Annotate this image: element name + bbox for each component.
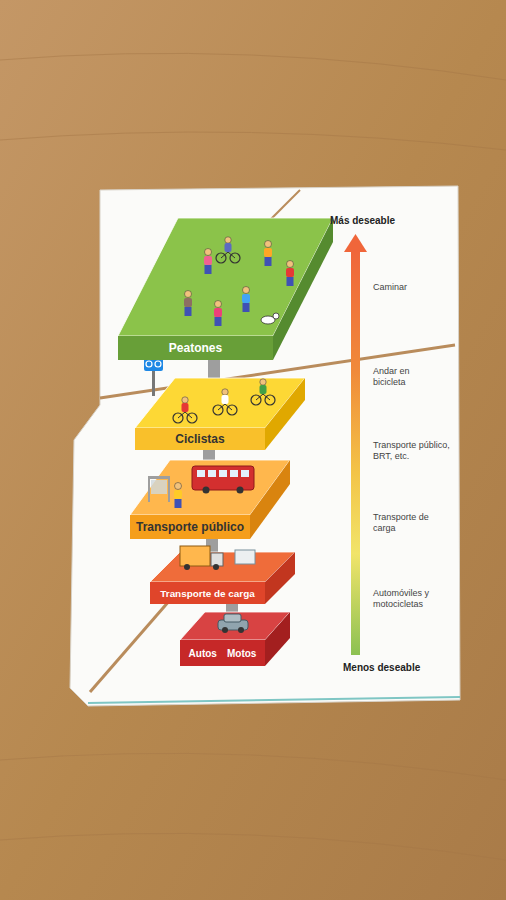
bike-sign-wheel [155, 361, 161, 367]
scale-end-label: Más deseable [330, 215, 395, 226]
paper-edge [88, 697, 460, 703]
tier-front [118, 336, 273, 360]
scale-label: Transporte de carga [373, 512, 437, 534]
tier-side [250, 460, 290, 539]
tier-front-face: Autos Motos [180, 640, 265, 666]
tier-side [265, 378, 305, 450]
tier-front [130, 515, 250, 539]
tier-label: Ciclistas [175, 432, 224, 446]
tier-label: Transporte público [136, 520, 244, 534]
scale-label: Caminar [373, 282, 453, 293]
tier-figures [218, 614, 248, 633]
tier-label: Motos [227, 648, 256, 659]
tier-side [273, 218, 333, 360]
tier-front-face: Ciclistas [135, 428, 265, 450]
tier-figures [173, 379, 275, 423]
scale-label: Transporte público, BRT, etc. [373, 440, 451, 462]
scale-arrowhead [344, 234, 367, 252]
tier-top [118, 218, 333, 336]
tier-side [265, 612, 290, 666]
wood-grain [0, 53, 506, 860]
pyramid-tier: Ciclistas [135, 378, 305, 450]
tier-front-face: Peatones [118, 336, 273, 360]
bike-sign-wheel [146, 361, 152, 367]
tier-front [180, 640, 265, 666]
pyramid-tier: Transporte de carga [150, 552, 295, 604]
scale-bar [351, 250, 360, 655]
tier-figures [180, 546, 255, 570]
scale-label: Automóviles y motocicletas [373, 588, 459, 610]
scale-label: Andar en bicicleta [373, 366, 425, 388]
pyramid-tier: Autos Motos [180, 612, 290, 666]
pyramid-tier: Peatones [118, 218, 333, 360]
pole [208, 360, 220, 380]
scale-end-label: Menos deseable [343, 662, 420, 673]
paper-sheet [70, 186, 460, 706]
paper-cut [90, 600, 170, 692]
tier-label: Transporte de carga [160, 588, 254, 599]
pyramid-tier: Transporte público [130, 460, 290, 539]
tier-front-face: Transporte de carga [150, 582, 265, 604]
tier-front [135, 428, 265, 450]
tier-front-face: Transporte público [130, 515, 250, 539]
tier-label: Autos [189, 648, 217, 659]
tier-front [150, 582, 265, 604]
tier-label: Peatones [169, 341, 222, 355]
tier-shape [118, 218, 333, 360]
tier-side [265, 552, 295, 604]
tier-figures [148, 466, 254, 508]
tier-figures [184, 237, 294, 326]
